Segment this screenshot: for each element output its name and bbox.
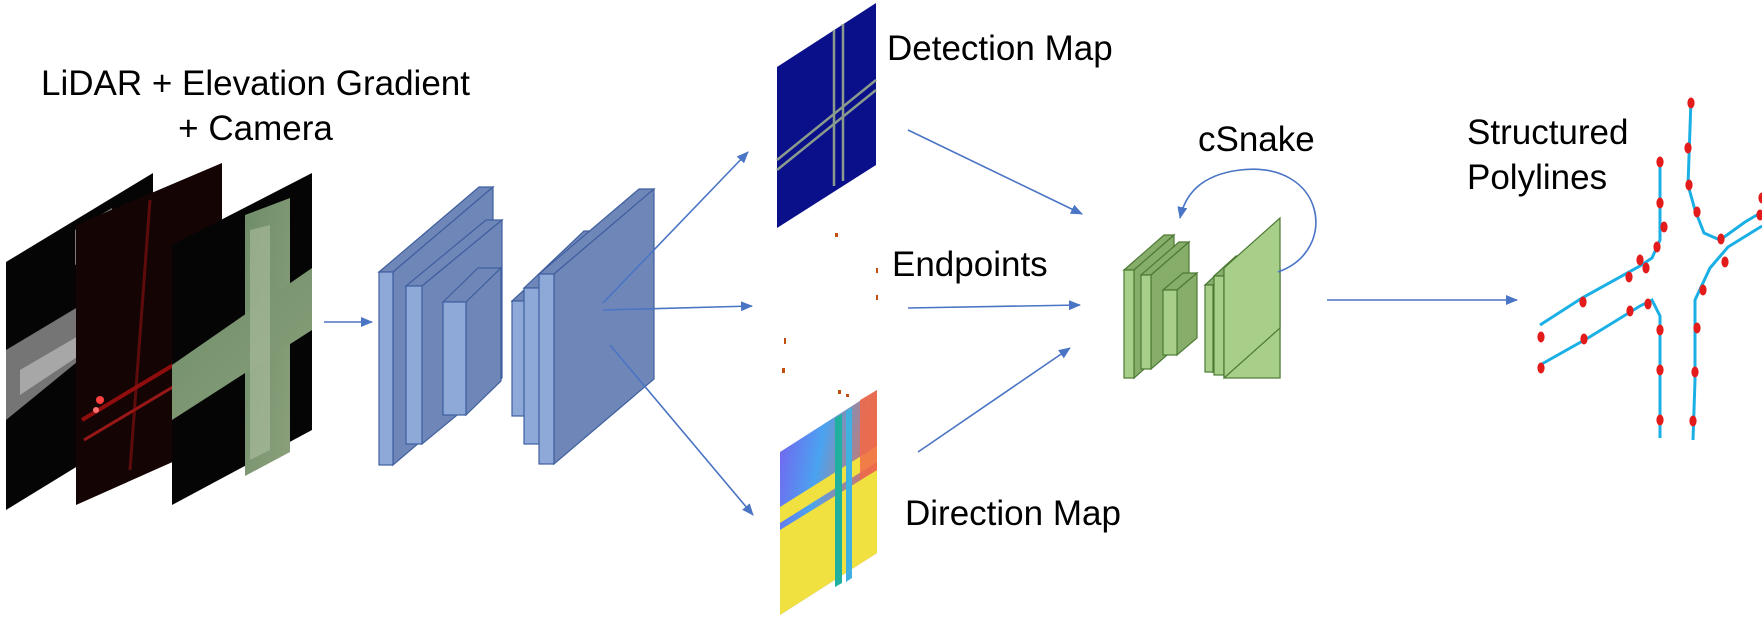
polyline-vertex (1685, 179, 1693, 191)
polyline-vertex (1656, 156, 1664, 168)
polyline-vertex (1580, 333, 1588, 345)
polyline (1686, 99, 1762, 242)
endpoints-label: Endpoints (892, 245, 1048, 284)
csnake-loop-arrow (1177, 168, 1317, 273)
direction-map-label: Direction Map (905, 494, 1121, 533)
polyline-vertex (1642, 262, 1650, 274)
polyline (1539, 297, 1662, 438)
polyline-vertex (1656, 414, 1664, 426)
polyline-vertex (1687, 97, 1695, 109)
input-stack (6, 163, 312, 510)
polyline-vertex (1684, 142, 1692, 154)
polyline-vertex (1537, 331, 1545, 343)
camera-image (172, 173, 312, 505)
direction-map-image (780, 390, 877, 615)
polyline-vertex (1756, 209, 1762, 221)
polyline-vertex (1699, 284, 1707, 296)
detection-map-image (776, 3, 877, 228)
polyline-vertex (1693, 206, 1701, 218)
detection-map-label: Detection Map (887, 29, 1113, 68)
polyline-vertex (1653, 241, 1661, 253)
csnake-label: cSnake (1198, 120, 1315, 159)
polyline-vertex (1721, 256, 1729, 268)
structured-polylines-graphic (1537, 97, 1762, 441)
arrow-endpoints-to-csnake (907, 300, 1081, 311)
csnake-network (1122, 216, 1281, 380)
arrow-to-detection-map (602, 151, 749, 304)
polyline-vertex (1537, 362, 1545, 374)
polyline-vertex (1579, 296, 1587, 308)
output-label-line2: Polylines (1467, 158, 1608, 197)
polyline-vertex (1656, 197, 1664, 209)
arrow-to-direction-map (609, 344, 754, 516)
polyline-vertex (1625, 271, 1633, 283)
polyline-vertex (1644, 298, 1652, 310)
polyline-vertex (1717, 233, 1725, 245)
polyline-vertex (1660, 221, 1668, 233)
arrow-to-endpoints (602, 301, 753, 312)
polyline (1539, 163, 1662, 327)
input-label-line1: LiDAR + Elevation Gradient (41, 64, 470, 103)
polyline (1691, 224, 1762, 441)
polyline-vertex (1626, 305, 1634, 317)
arrow-direction-to-csnake (917, 347, 1071, 453)
polyline-vertex (1656, 324, 1664, 336)
csnake-layer (1161, 271, 1199, 357)
encoder-decoder-network (377, 185, 656, 467)
polyline-vertex (1689, 415, 1697, 427)
output-label-line1: Structured (1467, 113, 1629, 152)
decoder-layer (537, 187, 656, 466)
polyline-vertex (1693, 322, 1701, 334)
polyline-vertex (1758, 192, 1762, 204)
polyline-vertex (1691, 366, 1699, 378)
polyline-vertex (1656, 364, 1664, 376)
input-label-line2: + Camera (178, 109, 333, 148)
encoder-layer (441, 266, 503, 417)
arrow-detection-to-csnake (907, 129, 1083, 215)
endpoints-map-image (782, 233, 878, 397)
polyline-vertex (1636, 254, 1644, 266)
